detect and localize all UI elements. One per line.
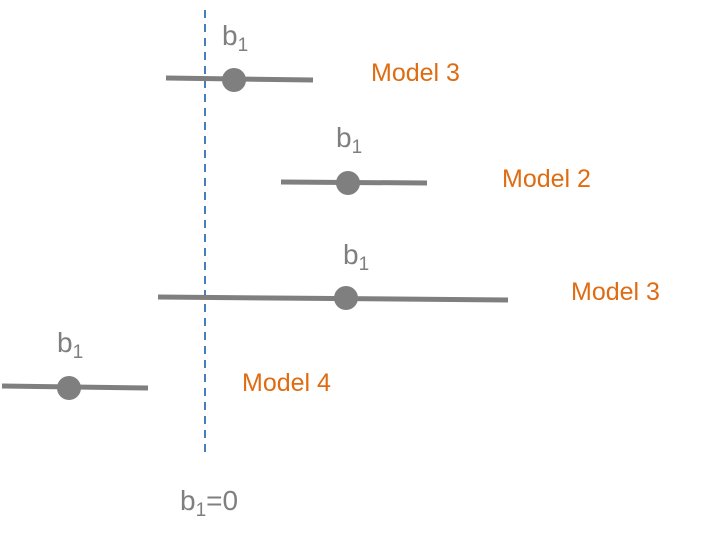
reference-label-subscript: 1 (195, 500, 207, 521)
estimate-dot-row-1 (222, 68, 246, 92)
reference-label-base: b (180, 485, 196, 516)
estimate-dot-row-3 (334, 286, 358, 310)
estimate-label-subscript: 1 (237, 35, 249, 56)
model-label-row-3: Model 3 (571, 278, 660, 306)
estimate-label-subscript: 1 (358, 254, 370, 275)
estimate-label-base: b (336, 122, 352, 153)
estimate-label-row-1: b1 (222, 20, 248, 56)
estimate-label-row-2: b1 (336, 122, 362, 158)
interval-line-row-3 (157, 294, 509, 303)
estimate-label-row-3: b1 (343, 239, 369, 275)
estimate-label-base: b (57, 327, 73, 358)
estimate-label-subscript: 1 (351, 137, 363, 158)
estimate-dot-row-4 (57, 376, 81, 400)
model-label-row-2: Model 2 (502, 165, 591, 193)
estimate-label-subscript: 1 (72, 342, 84, 363)
estimate-label-base: b (343, 239, 359, 270)
reference-label-suffix: =0 (206, 485, 239, 516)
estimate-label-base: b (222, 20, 238, 51)
estimate-dot-row-2 (336, 171, 360, 195)
model-label-row-4: Model 4 (242, 369, 331, 397)
model-label-row-1: Model 3 (371, 59, 460, 87)
estimate-label-row-4: b1 (57, 327, 83, 363)
reference-line-label: b1=0 (180, 485, 239, 521)
